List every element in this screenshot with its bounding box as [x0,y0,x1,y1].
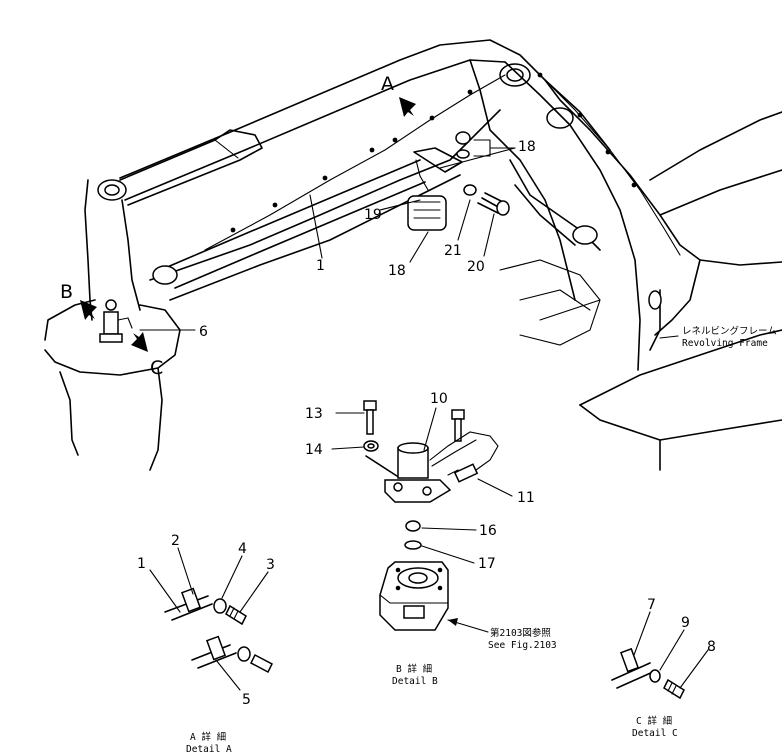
view-label-b: B [60,281,73,303]
solenoid-assembly-upper [407,131,510,231]
detail-c-caption-jp: C 詳 細 [636,715,672,727]
callout-9: 9 [681,615,690,631]
see-fig-arrow [448,618,458,626]
callout-13: 13 [305,406,323,422]
detail-b-caption-en: Detail B [392,676,438,687]
callout-3: 3 [266,557,275,573]
revolving-frame-label-en: Revolving Frame [682,338,768,349]
detail-a-caption-jp: A 詳 細 [190,731,226,743]
view-arrow-b [80,300,97,320]
callout-20: 20 [467,259,485,275]
boom-assembly [44,39,782,471]
callout-14: 14 [305,442,323,458]
detail-a-caption-en: Detail A [186,744,232,753]
detail-b-assembly [363,400,499,631]
callout-1-detail: 1 [137,556,146,572]
revolving-frame-label-jp: レネルビングフレーム [682,325,777,337]
left-valve-body [99,299,133,343]
callout-5: 5 [242,692,251,708]
view-arrow-a [399,97,416,117]
callout-8: 8 [707,639,716,655]
callout-18-upper: 18 [518,139,536,155]
callout-7: 7 [647,597,656,613]
view-label-a: A [381,73,394,95]
callout-10: 10 [430,391,448,407]
notes: レネルビングフレーム Revolving Frame 第2103図参照 See … [186,325,777,753]
detail-c-assembly [611,647,685,700]
hose-clamps [230,72,637,233]
callout-18-lower: 18 [388,263,406,279]
view-arrow-c [131,332,148,352]
callout-6: 6 [199,324,208,340]
callout-2: 2 [171,533,180,549]
callout-1-hose: 1 [316,258,325,274]
detail-a-assembly [164,587,273,674]
detail-b-caption-jp: B 詳 細 [396,663,432,675]
callout-numbers: 1 6 18 19 18 21 20 10 13 14 11 16 17 1 2… [137,139,716,708]
view-arrows [80,97,416,352]
callout-16: 16 [479,523,497,539]
callout-11: 11 [517,490,535,506]
callout-19: 19 [364,207,382,223]
callout-21: 21 [444,243,462,259]
callout-17: 17 [478,556,496,572]
leader-lines [139,139,709,691]
see-fig-note-jp: 第2103図参照 [490,627,551,639]
detail-c-caption-en: Detail C [632,728,678,739]
callout-4: 4 [238,541,247,557]
view-label-c: C [150,357,163,379]
see-fig-note-en: See Fig.2103 [488,640,557,651]
